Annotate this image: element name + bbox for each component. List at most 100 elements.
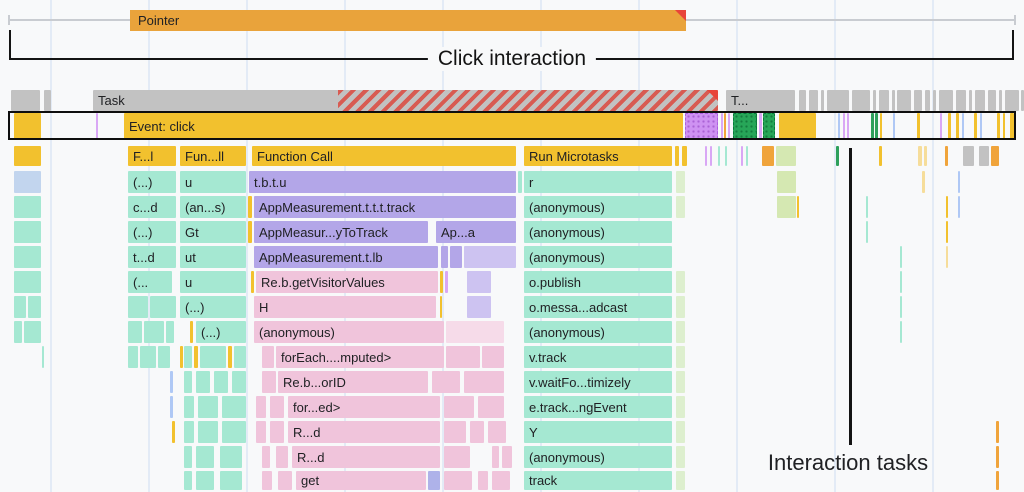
flame-chip[interactable] bbox=[166, 321, 174, 343]
flame-bar-anonymous[interactable]: (anonymous) bbox=[524, 196, 672, 218]
flame-chip[interactable] bbox=[220, 471, 242, 490]
flame-chip[interactable] bbox=[128, 346, 138, 368]
flame-bar-re-b-orid[interactable]: Re.b...orID bbox=[278, 371, 428, 393]
flame-chip[interactable] bbox=[251, 271, 254, 293]
flame-chip[interactable] bbox=[900, 321, 902, 343]
flame-bar-bar[interactable]: (...) bbox=[128, 221, 176, 243]
flame-chip[interactable] bbox=[900, 296, 902, 318]
flame-bar-anonymous[interactable]: (anonymous) bbox=[524, 446, 672, 468]
flame-bar-anonymous[interactable]: (anonymous) bbox=[524, 246, 672, 268]
flame-chip[interactable] bbox=[450, 246, 462, 268]
flame-chip[interactable] bbox=[482, 346, 504, 368]
flame-chip[interactable] bbox=[170, 396, 173, 418]
flame-chip[interactable] bbox=[184, 371, 192, 393]
pointer-track-bar[interactable]: Pointer bbox=[130, 10, 686, 31]
flame-chip[interactable] bbox=[918, 146, 922, 166]
flame-chip[interactable] bbox=[262, 371, 276, 393]
flame-chip[interactable] bbox=[827, 90, 849, 111]
flame-bar-bar[interactable]: (...) bbox=[128, 171, 176, 193]
flame-bar-appmeasur-ytotrack[interactable]: AppMeasur...yToTrack bbox=[254, 221, 428, 243]
flame-bar-c-d[interactable]: c...d bbox=[128, 196, 176, 218]
flame-chip[interactable] bbox=[440, 296, 442, 318]
flame-chip[interactable] bbox=[96, 113, 98, 139]
flame-chip[interactable] bbox=[184, 471, 192, 490]
flame-chip[interactable] bbox=[256, 421, 266, 443]
flame-chip[interactable] bbox=[948, 113, 951, 139]
flame-chip[interactable] bbox=[42, 346, 44, 368]
flame-chip[interactable] bbox=[996, 471, 999, 490]
flame-chip[interactable] bbox=[228, 346, 232, 368]
flame-chip[interactable] bbox=[718, 146, 720, 166]
flame-chip[interactable] bbox=[444, 421, 466, 443]
flame-chip[interactable] bbox=[799, 90, 806, 111]
flame-chip[interactable] bbox=[270, 396, 284, 418]
flame-chip[interactable] bbox=[939, 90, 953, 111]
flame-chip[interactable] bbox=[866, 221, 868, 243]
flame-bar-u[interactable]: u bbox=[180, 171, 246, 193]
flame-chip[interactable] bbox=[467, 271, 491, 293]
flame-bar-r[interactable]: r bbox=[524, 171, 672, 193]
flame-bar-y[interactable]: Y bbox=[524, 421, 672, 443]
flame-chip[interactable] bbox=[776, 146, 796, 166]
flame-chip[interactable] bbox=[705, 146, 707, 166]
flame-chip[interactable] bbox=[278, 471, 292, 490]
flame-chip[interactable] bbox=[996, 421, 999, 443]
flame-chip[interactable] bbox=[14, 196, 41, 218]
flame-chip[interactable] bbox=[999, 90, 1002, 111]
flame-chip[interactable] bbox=[892, 90, 895, 111]
flame-chip[interactable] bbox=[897, 90, 911, 111]
flame-chip[interactable] bbox=[440, 271, 443, 293]
flame-chip[interactable] bbox=[432, 371, 460, 393]
flame-chip[interactable] bbox=[128, 296, 148, 318]
flame-chip[interactable] bbox=[728, 113, 730, 139]
flame-chip[interactable] bbox=[196, 371, 210, 393]
flame-bar-e-track-ngevent[interactable]: e.track...ngEvent bbox=[524, 396, 672, 418]
flame-chip[interactable] bbox=[262, 471, 272, 490]
flame-chip[interactable] bbox=[875, 113, 878, 139]
flame-chip[interactable] bbox=[991, 146, 999, 166]
flame-chip[interactable] bbox=[900, 271, 902, 293]
flame-chip[interactable] bbox=[172, 421, 175, 443]
flame-chip[interactable] bbox=[988, 90, 996, 111]
flame-chip[interactable] bbox=[184, 346, 192, 368]
flame-chip[interactable] bbox=[676, 471, 685, 490]
flame-chip[interactable] bbox=[1005, 90, 1019, 111]
flame-chip[interactable] bbox=[676, 171, 685, 193]
flame-chip[interactable] bbox=[724, 113, 726, 139]
flame-chip[interactable] bbox=[763, 113, 775, 139]
flame-chip[interactable] bbox=[140, 346, 156, 368]
flame-chip[interactable] bbox=[969, 90, 972, 111]
flame-chip[interactable] bbox=[248, 221, 252, 243]
flame-chip[interactable] bbox=[158, 346, 170, 368]
flame-bar-event-click[interactable]: Event: click bbox=[124, 113, 683, 139]
flame-chip[interactable] bbox=[836, 146, 839, 166]
flame-chip[interactable] bbox=[232, 371, 246, 393]
flame-chip[interactable] bbox=[925, 90, 930, 111]
flame-chip[interactable] bbox=[676, 321, 685, 343]
flame-bar-for-ed[interactable]: for...ed> bbox=[288, 396, 440, 418]
flame-chip[interactable] bbox=[502, 446, 512, 468]
flame-chip[interactable] bbox=[198, 421, 218, 443]
flame-chip[interactable] bbox=[1003, 113, 1005, 139]
flame-chip[interactable] bbox=[446, 321, 504, 343]
flame-bar-h[interactable]: H bbox=[254, 296, 436, 318]
flame-chip[interactable] bbox=[676, 446, 685, 468]
flame-bar-r-d[interactable]: R...d bbox=[292, 446, 440, 468]
flame-bar-v-track[interactable]: v.track bbox=[524, 346, 672, 368]
flame-chip[interactable] bbox=[759, 113, 762, 139]
flame-bar-r-d[interactable]: R...d bbox=[288, 421, 440, 443]
flame-chip[interactable] bbox=[721, 113, 723, 139]
flame-chip[interactable] bbox=[262, 346, 274, 368]
flame-chip[interactable] bbox=[746, 146, 748, 166]
flame-chip[interactable] bbox=[962, 113, 964, 139]
flame-chip[interactable] bbox=[11, 90, 40, 111]
flame-chip[interactable] bbox=[14, 146, 41, 166]
flame-chip[interactable] bbox=[24, 321, 41, 343]
flame-chip[interactable] bbox=[200, 346, 226, 368]
flame-chip[interactable] bbox=[222, 396, 246, 418]
flame-bar-f-l[interactable]: F...l bbox=[128, 146, 176, 166]
flame-chip[interactable] bbox=[676, 346, 685, 368]
flame-bar-appmeasurement-t-lb[interactable]: AppMeasurement.t.lb bbox=[254, 246, 438, 268]
flame-chip[interactable] bbox=[262, 446, 270, 468]
flame-chip[interactable] bbox=[1021, 90, 1024, 111]
